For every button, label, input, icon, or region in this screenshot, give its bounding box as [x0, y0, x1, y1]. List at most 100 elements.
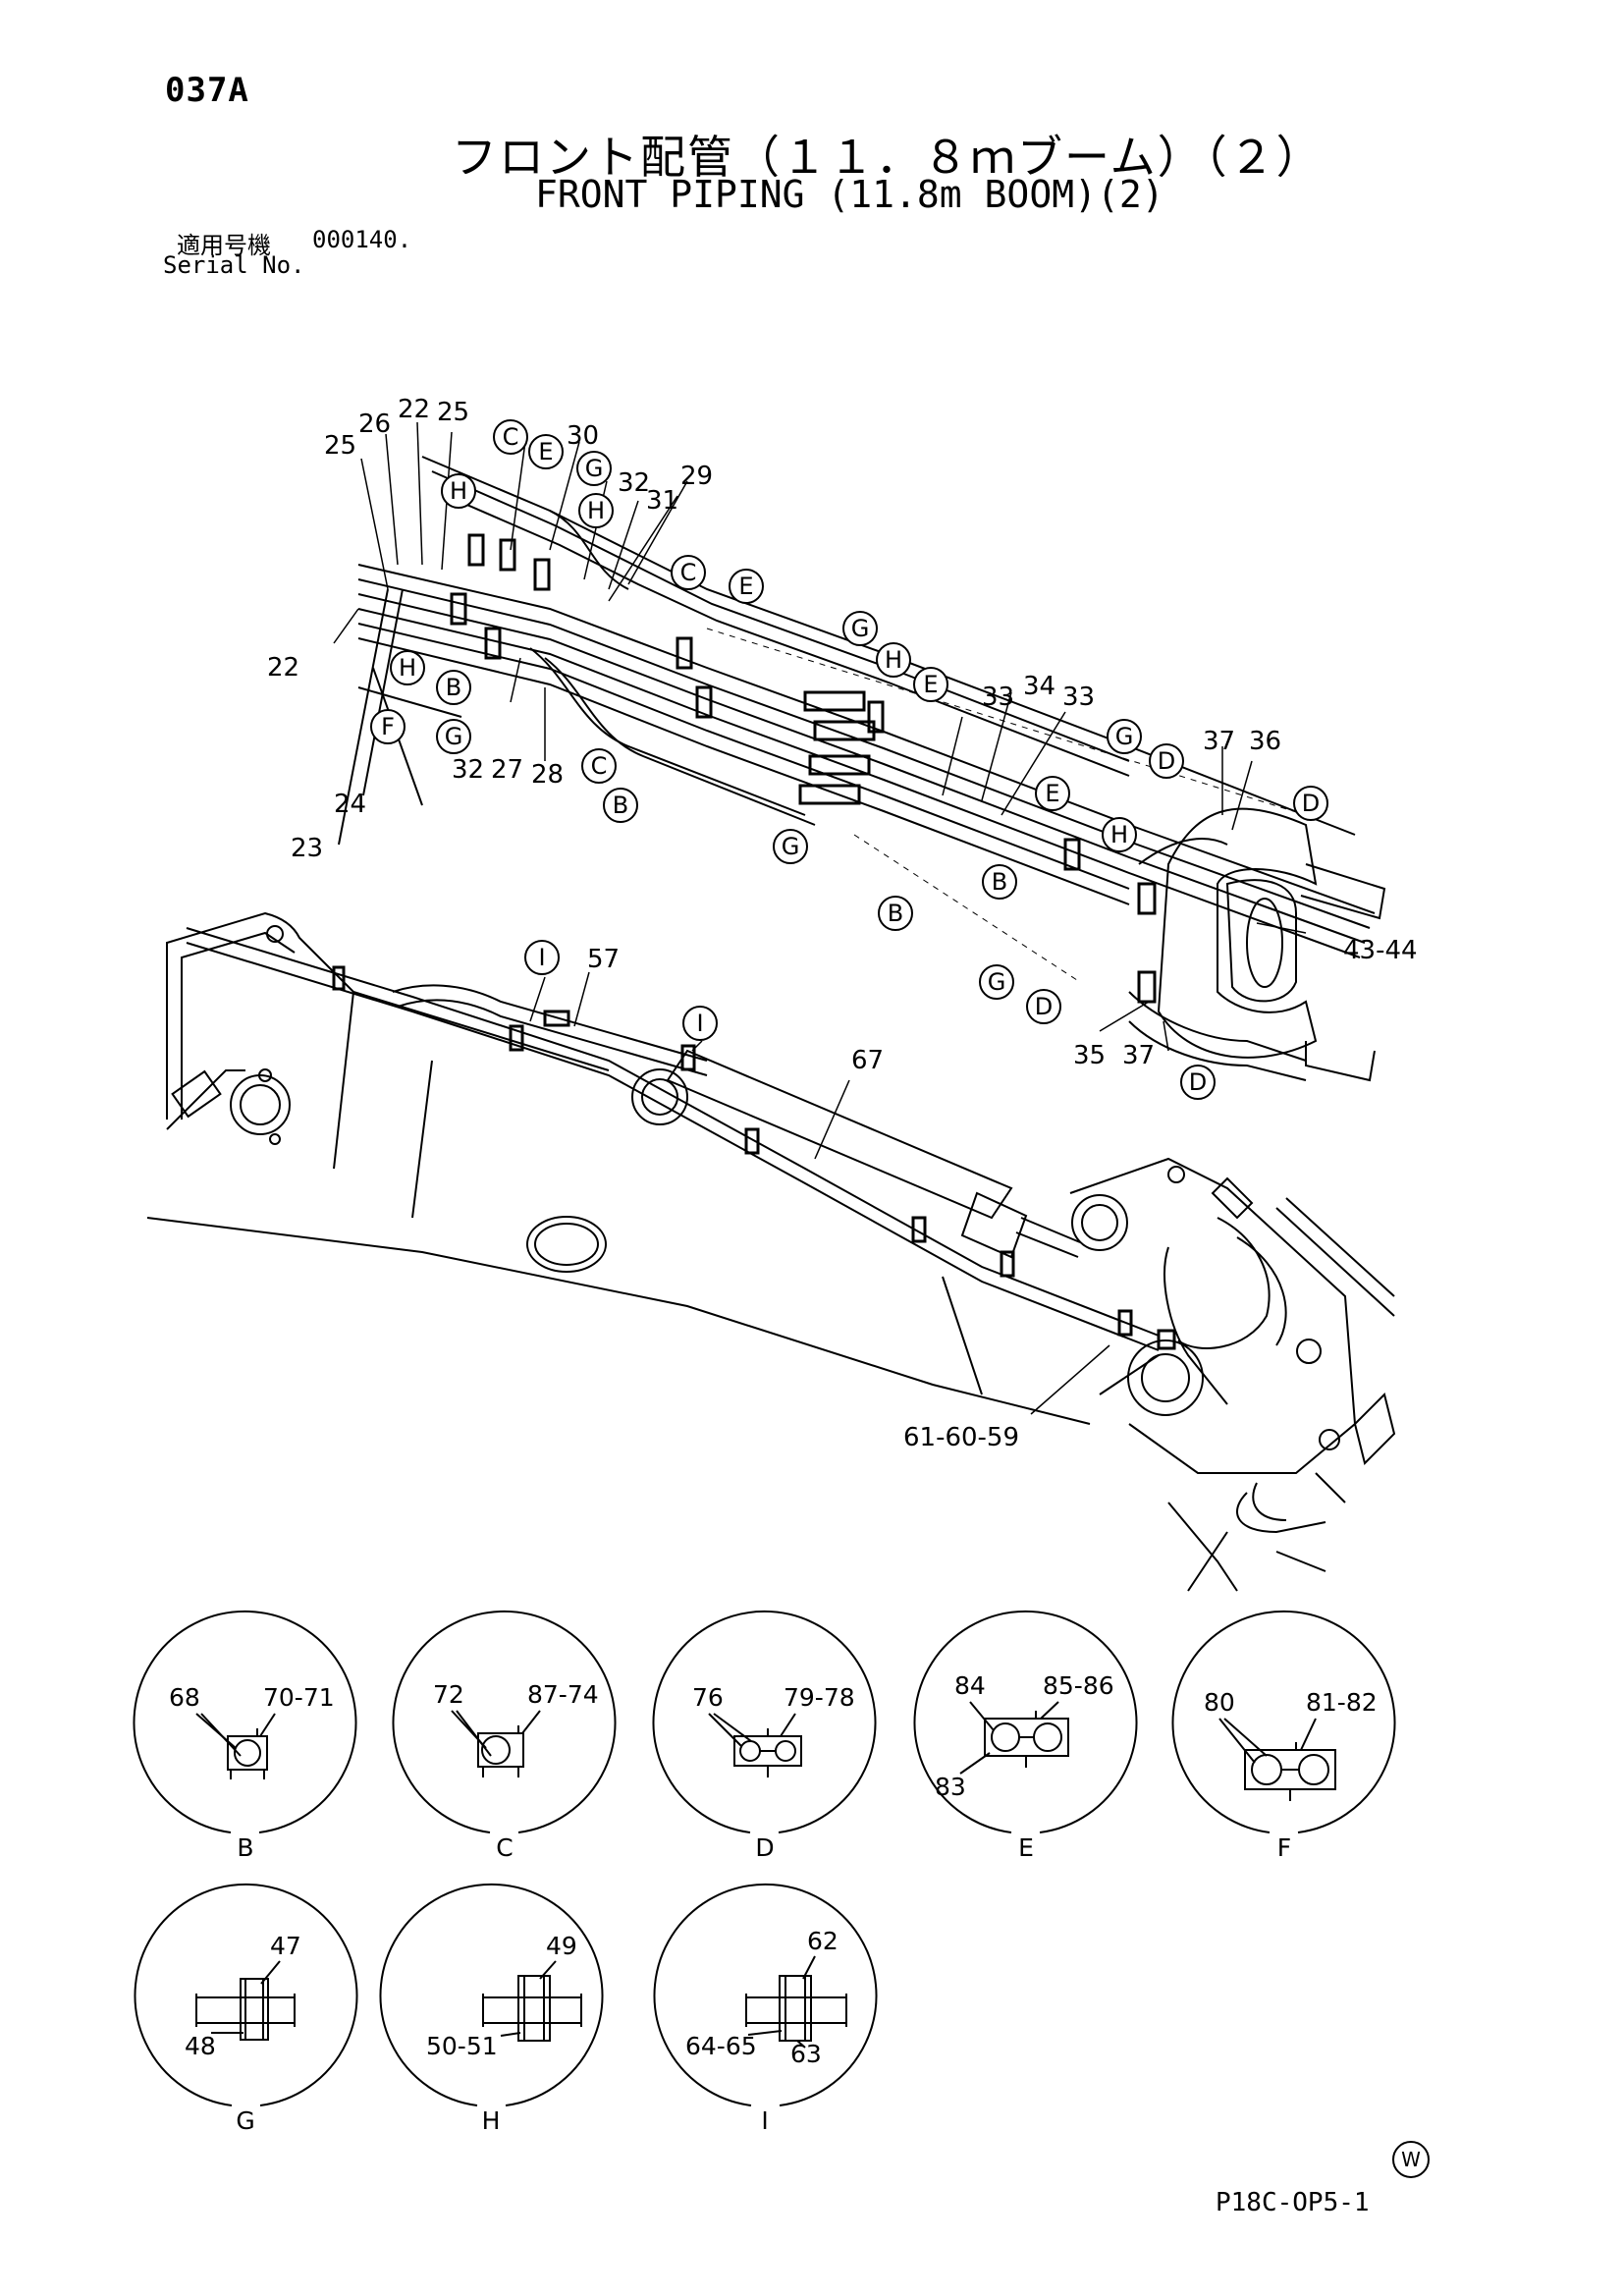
- title-english: FRONT PIPING (11.8m BOOM)(2): [535, 173, 1164, 216]
- ref-circle-H: H: [1102, 817, 1137, 852]
- detail-I: I 62 64-65 63: [653, 1884, 878, 2135]
- ref-circle-E: E: [913, 667, 948, 702]
- detail-label: 87-74: [527, 1680, 599, 1709]
- ref-circle-C: C: [671, 555, 706, 590]
- svg-text:E: E: [1045, 780, 1059, 807]
- detail-label: 70-71: [263, 1683, 335, 1712]
- ref-circle-G: G: [773, 829, 808, 864]
- callout-37: 37: [1122, 1041, 1155, 1070]
- callout-28: 28: [531, 760, 564, 790]
- detail-E: E 84 85-86 83: [913, 1611, 1138, 1862]
- detail-label: 84: [954, 1671, 986, 1700]
- detail-label: 72: [433, 1680, 464, 1709]
- callout-32: 32: [452, 755, 484, 785]
- boom-pipes: [186, 927, 1160, 1351]
- svg-text:E: E: [923, 671, 938, 698]
- ref-circle-C: C: [581, 748, 617, 784]
- upper-leader-lines: [333, 421, 1307, 1052]
- ref-circle-G: G: [436, 719, 471, 754]
- callout-33: 33: [1062, 683, 1095, 712]
- svg-text:C: C: [591, 752, 608, 780]
- detail-label: 50-51: [426, 2032, 498, 2060]
- ref-circle-B: B: [603, 788, 638, 823]
- svg-text:H: H: [1110, 821, 1128, 848]
- detail-D: D 76 79-78: [652, 1611, 877, 1862]
- ref-circle-H: H: [390, 650, 425, 685]
- detail-letter: E: [1018, 1833, 1034, 1862]
- svg-text:D: D: [1158, 747, 1175, 775]
- svg-text:B: B: [613, 792, 628, 819]
- reference-lines: [706, 628, 1307, 983]
- svg-text:F: F: [381, 713, 395, 740]
- svg-text:G: G: [445, 723, 463, 750]
- ref-circle-I: I: [682, 1006, 718, 1041]
- detail-label: 48: [185, 2032, 216, 2060]
- callout-22: 22: [398, 395, 430, 424]
- svg-text:G: G: [851, 615, 870, 642]
- detail-letter: B: [237, 1833, 253, 1862]
- upper-clamps: [450, 533, 1157, 1004]
- arm-bracket-lower: [1069, 1157, 1396, 1592]
- detail-B: B 68 70-71: [133, 1611, 357, 1862]
- ref-circle-B: B: [878, 896, 913, 931]
- svg-text:B: B: [446, 674, 461, 701]
- callout-26: 26: [358, 410, 391, 439]
- detail-label: 79-78: [784, 1683, 855, 1712]
- ref-circle-D: D: [1149, 743, 1184, 779]
- svg-text:G: G: [782, 833, 800, 860]
- detail-label: 62: [807, 1927, 839, 1955]
- ref-circle-E: E: [528, 434, 564, 469]
- svg-text:E: E: [738, 573, 753, 600]
- callout-32: 32: [618, 468, 650, 498]
- svg-text:H: H: [399, 654, 416, 682]
- svg-text:H: H: [587, 497, 605, 524]
- ref-circle-H: H: [441, 473, 476, 509]
- callout-23: 23: [291, 834, 323, 863]
- detail-F: F 80 81-82: [1171, 1611, 1396, 1862]
- detail-label: 80: [1204, 1688, 1235, 1717]
- lower-clamps: [332, 965, 1176, 1350]
- svg-text:G: G: [1115, 723, 1134, 750]
- callout-67: 67: [851, 1046, 884, 1075]
- callout-33: 33: [982, 683, 1014, 712]
- callout-25: 25: [437, 398, 469, 427]
- svg-text:C: C: [503, 423, 519, 451]
- svg-text:H: H: [450, 477, 467, 505]
- callout-34: 34: [1023, 672, 1055, 701]
- detail-C: C 72 87-74: [392, 1611, 617, 1862]
- callout-25: 25: [324, 431, 356, 461]
- svg-text:G: G: [988, 968, 1006, 996]
- callout-22: 22: [267, 653, 299, 683]
- svg-text:I: I: [538, 944, 545, 971]
- callout-30: 30: [567, 421, 599, 451]
- ref-circle-H: H: [876, 642, 911, 678]
- boom-structure: [146, 911, 1091, 1425]
- svg-text:B: B: [888, 900, 903, 927]
- ref-circle-B: B: [982, 864, 1017, 900]
- detail-label: 64-65: [685, 2032, 757, 2060]
- ref-circle-I: I: [524, 940, 560, 975]
- ref-circle-C: C: [493, 419, 528, 455]
- page-code: 037A: [165, 71, 249, 110]
- detail-letter: D: [755, 1833, 774, 1862]
- svg-text:D: D: [1302, 790, 1320, 817]
- ref-circle-E: E: [729, 569, 764, 604]
- svg-text:B: B: [992, 868, 1007, 896]
- serial-value: 000140.: [312, 226, 412, 253]
- ref-circle-F: F: [370, 709, 406, 744]
- svg-text:G: G: [585, 455, 604, 482]
- callout-37: 37: [1203, 727, 1235, 756]
- callout-61-60-59: 61-60-59: [903, 1423, 1019, 1452]
- callout-24: 24: [334, 790, 366, 819]
- callout-43-44: 43-44: [1343, 936, 1418, 965]
- ref-circle-D: D: [1026, 989, 1061, 1024]
- ref-circle-D: D: [1180, 1065, 1216, 1100]
- ref-circle-G: G: [979, 964, 1014, 1000]
- detail-letter: C: [496, 1833, 513, 1862]
- lower-leader-lines: [529, 971, 1110, 1415]
- ref-circle-B: B: [436, 670, 471, 705]
- arm-end-bracket: [1128, 807, 1386, 1082]
- callout-29: 29: [680, 462, 713, 491]
- ref-circle-G: G: [1107, 719, 1142, 754]
- boom-cylinder: [631, 1049, 1128, 1259]
